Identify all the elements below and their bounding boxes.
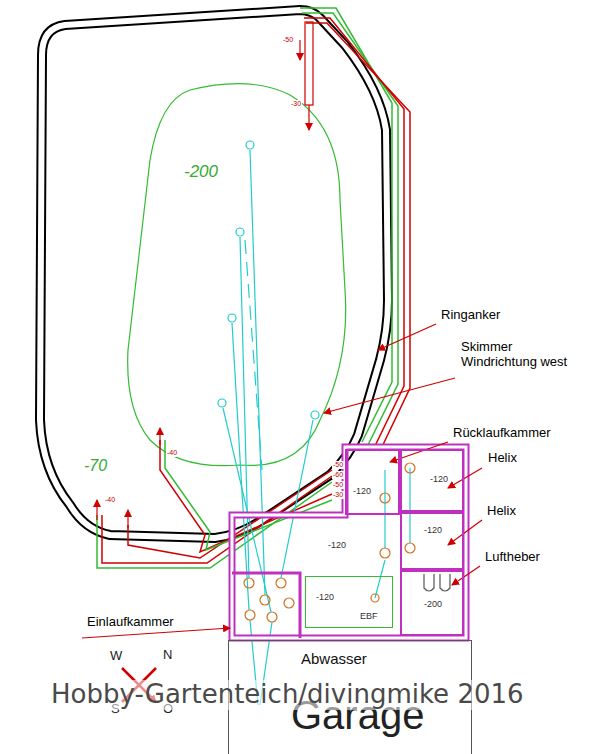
pipe-depth: -30 — [290, 100, 302, 108]
callout-label: Einlaufkammer — [86, 615, 175, 630]
chamber-text: Abwasser — [301, 651, 367, 668]
compass-letter: N — [162, 648, 173, 663]
pipe-depth: -50 — [332, 461, 344, 469]
helix-chamber: -120 — [400, 512, 464, 570]
chamber-text: -120 — [430, 475, 448, 485]
chamber-text: -120 — [353, 487, 371, 497]
pipe-depth: -30 — [332, 491, 344, 499]
callout-label: Rücklaufkammer — [452, 426, 552, 441]
helix-chamber: -120 — [400, 449, 464, 512]
depth-label: -70 — [83, 457, 108, 475]
chamber-text: EBF — [360, 612, 378, 622]
chamber-text: -120 — [316, 593, 334, 603]
pipe-depth: -60 — [332, 471, 344, 479]
callout-label: Luftheber — [484, 550, 541, 565]
depth-label: -200 — [183, 162, 219, 182]
pipe-depth: -50 — [332, 481, 344, 489]
chamber-text: -200 — [424, 600, 442, 610]
airlift-chamber: -200 — [400, 570, 464, 636]
callout-label: Helix — [487, 451, 518, 466]
middle-chamber: -120 — [300, 515, 400, 570]
chamber-text: -120 — [328, 541, 346, 551]
callout-label: Helix — [486, 504, 517, 519]
pipe-depth: -50 — [282, 36, 294, 44]
pipe-depth: -40 — [166, 449, 178, 457]
watermark: Hobby-Gartenteich/divingmike 2016 — [50, 680, 525, 710]
compass-letter: W — [109, 649, 123, 664]
chamber-text: -120 — [424, 526, 442, 536]
callout-label: Ringanker — [440, 308, 501, 323]
pipe-depth: -40 — [104, 496, 116, 504]
return-chamber: -120 — [345, 449, 400, 515]
drum-filter: -120EBF — [305, 576, 393, 628]
callout-label: Skimmer Windrichtung west — [460, 340, 590, 370]
